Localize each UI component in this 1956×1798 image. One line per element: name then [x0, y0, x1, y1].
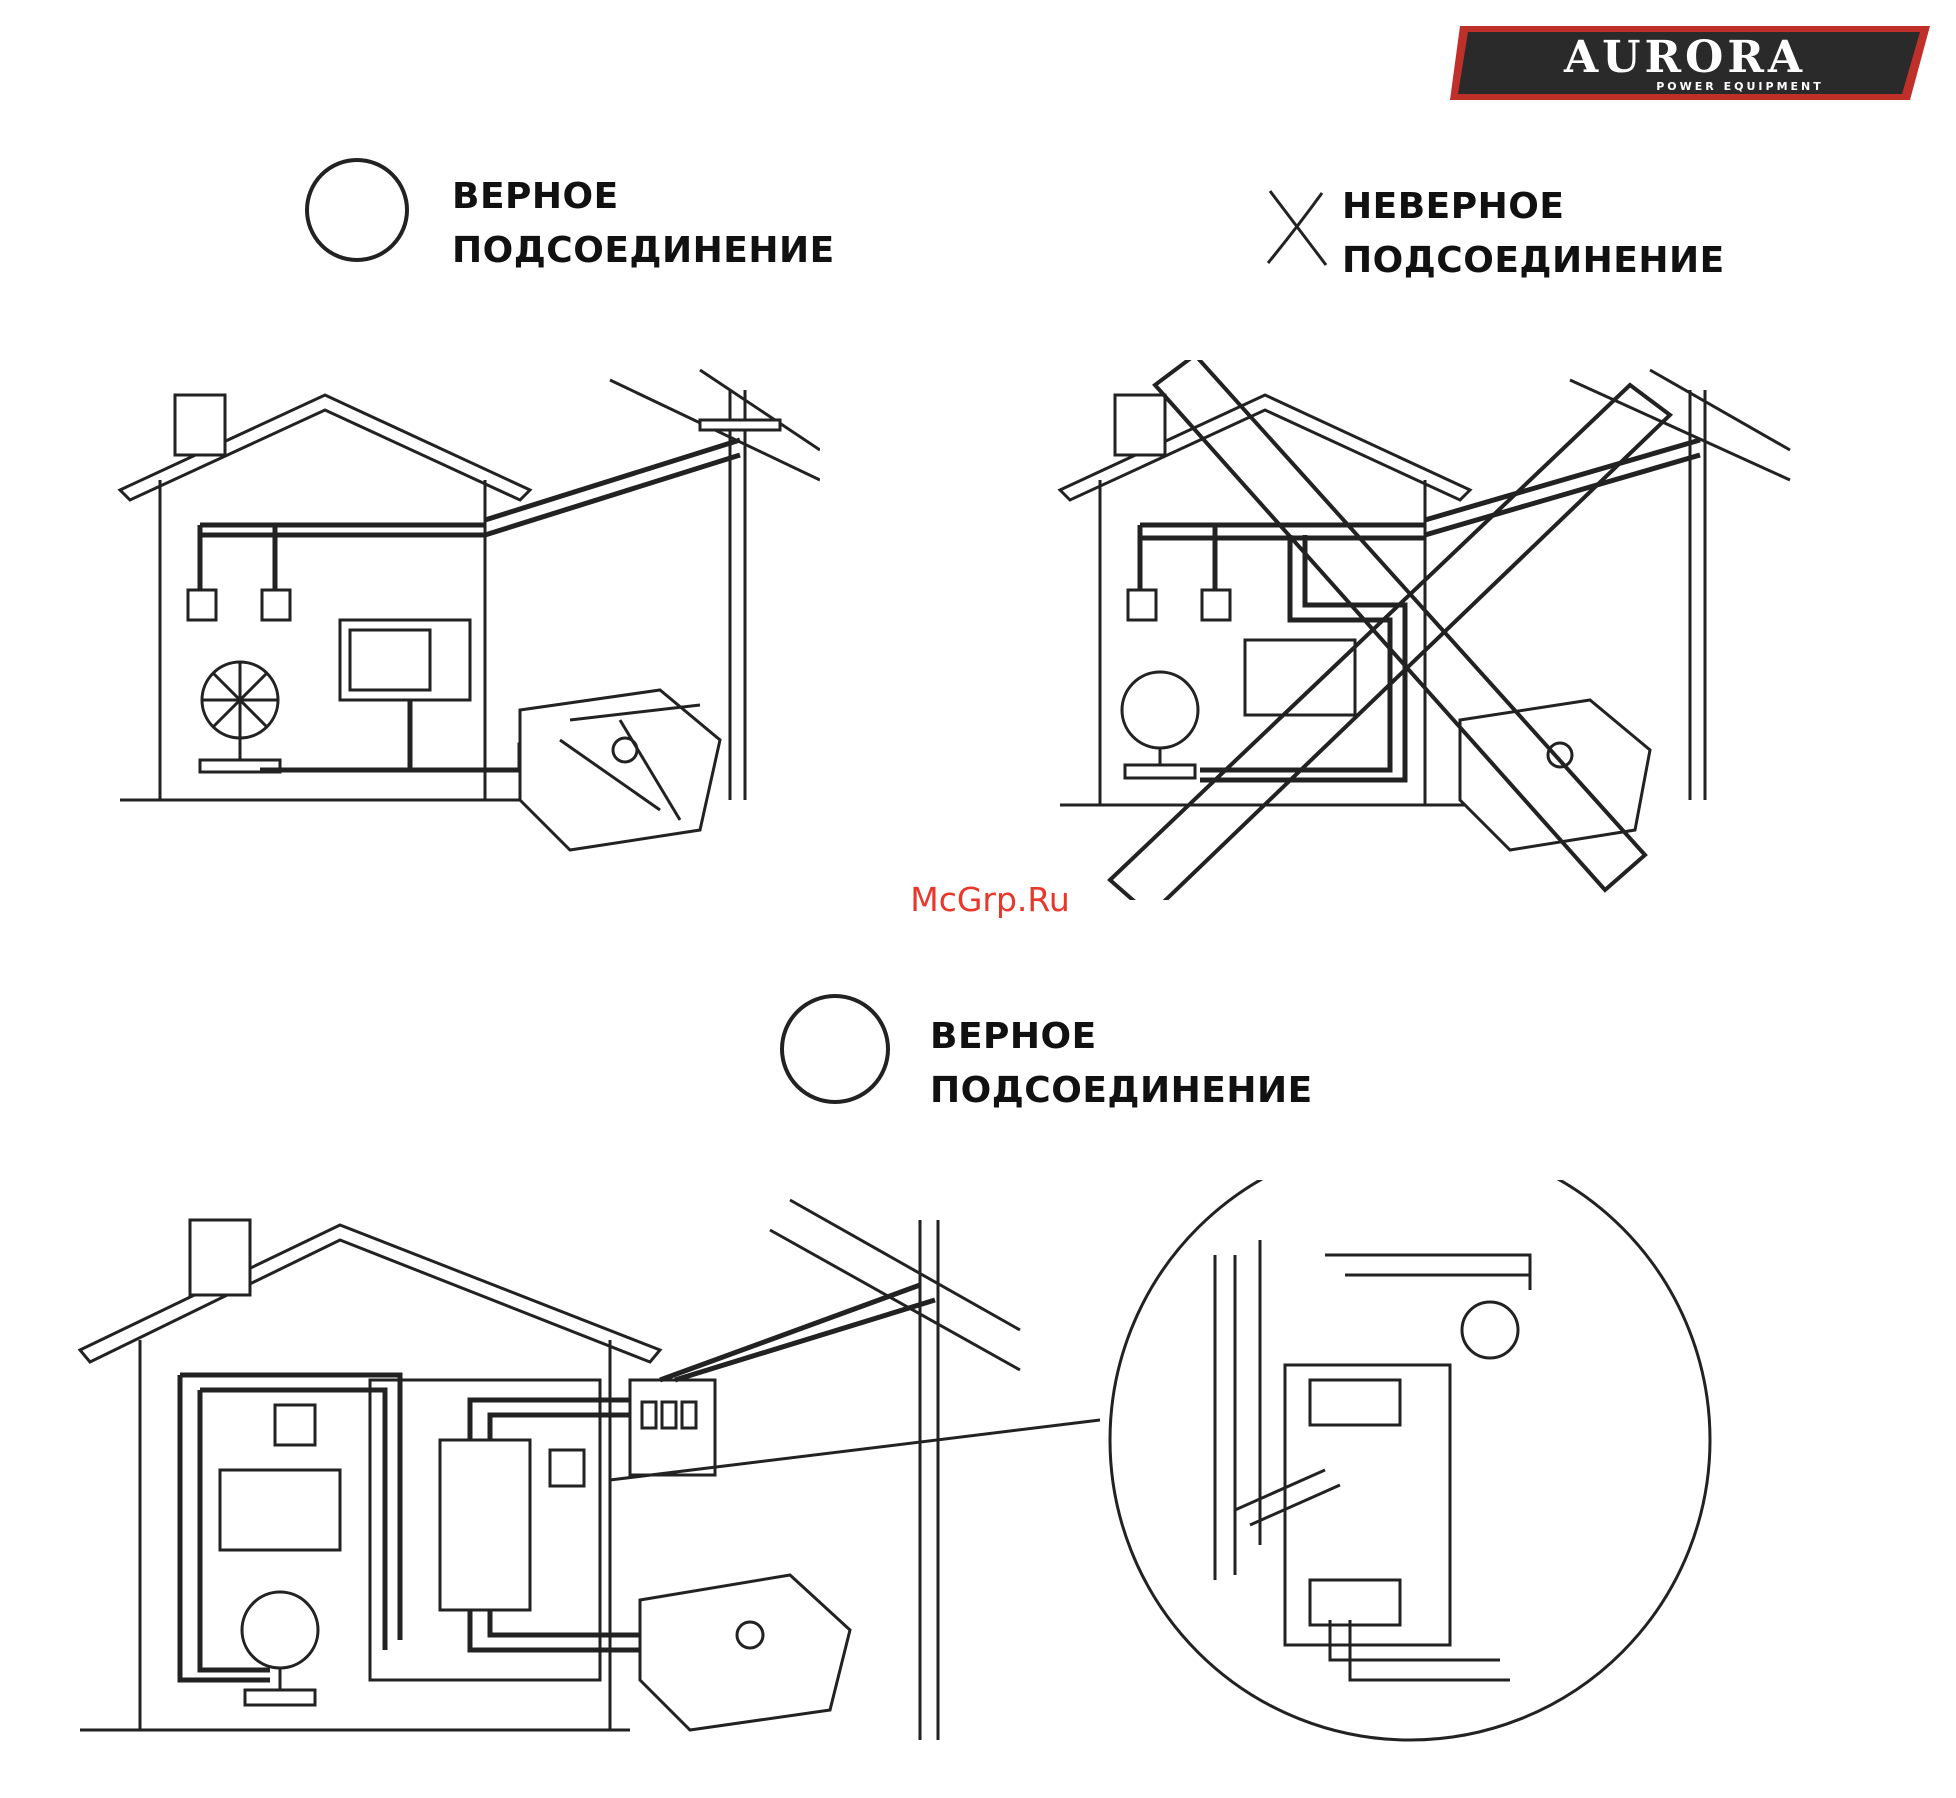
- detail-magnifier: [1110, 1180, 1710, 1740]
- correct-connection-label-2: ВЕРНОЕ ПОДСОЕДИНЕНИЕ: [930, 1010, 1313, 1118]
- label-line1: ВЕРНОЕ: [930, 1010, 1313, 1064]
- aurora-logo: AURORA POWER EQUIPMENT: [1440, 18, 1940, 108]
- correct-connection-label-1: ВЕРНОЕ ПОДСОЕДИНЕНИЕ: [452, 170, 835, 278]
- correct-connection-illustration: [100, 360, 820, 880]
- label-line1: ВЕРНОЕ: [452, 170, 835, 224]
- fan-icon: [242, 1592, 318, 1705]
- label-line1: НЕВЕРНОЕ: [1342, 180, 1725, 234]
- svg-text:AURORA: AURORA: [1563, 32, 1806, 83]
- label-line2: ПОДСОЕДИНЕНИЕ: [1342, 234, 1725, 288]
- circle-mark-icon: [778, 992, 893, 1107]
- label-line2: ПОДСОЕДИНЕНИЕ: [452, 224, 835, 278]
- microwave-icon: [220, 1470, 340, 1550]
- microwave-icon: [340, 620, 470, 700]
- meter-box: [630, 1380, 715, 1475]
- svg-text:POWER EQUIPMENT: POWER EQUIPMENT: [1656, 80, 1823, 93]
- cross-mark-icon: [1262, 185, 1334, 269]
- light-bulb-icon: [1128, 590, 1230, 620]
- generator-icon: [520, 690, 720, 850]
- generator-icon: [640, 1575, 850, 1730]
- circle-mark-icon: [302, 155, 412, 265]
- light-bulb-icon: [188, 590, 290, 620]
- label-line2: ПОДСОЕДИНЕНИЕ: [930, 1064, 1313, 1118]
- transfer-switch-illustration: [70, 1180, 1770, 1780]
- fan-icon: [200, 662, 280, 772]
- watermark: McGrp.Ru: [885, 880, 1095, 919]
- incorrect-connection-label: НЕВЕРНОЕ ПОДСОЕДИНЕНИЕ: [1342, 180, 1725, 288]
- fan-icon: [1122, 672, 1198, 778]
- incorrect-connection-illustration: [1050, 360, 1810, 900]
